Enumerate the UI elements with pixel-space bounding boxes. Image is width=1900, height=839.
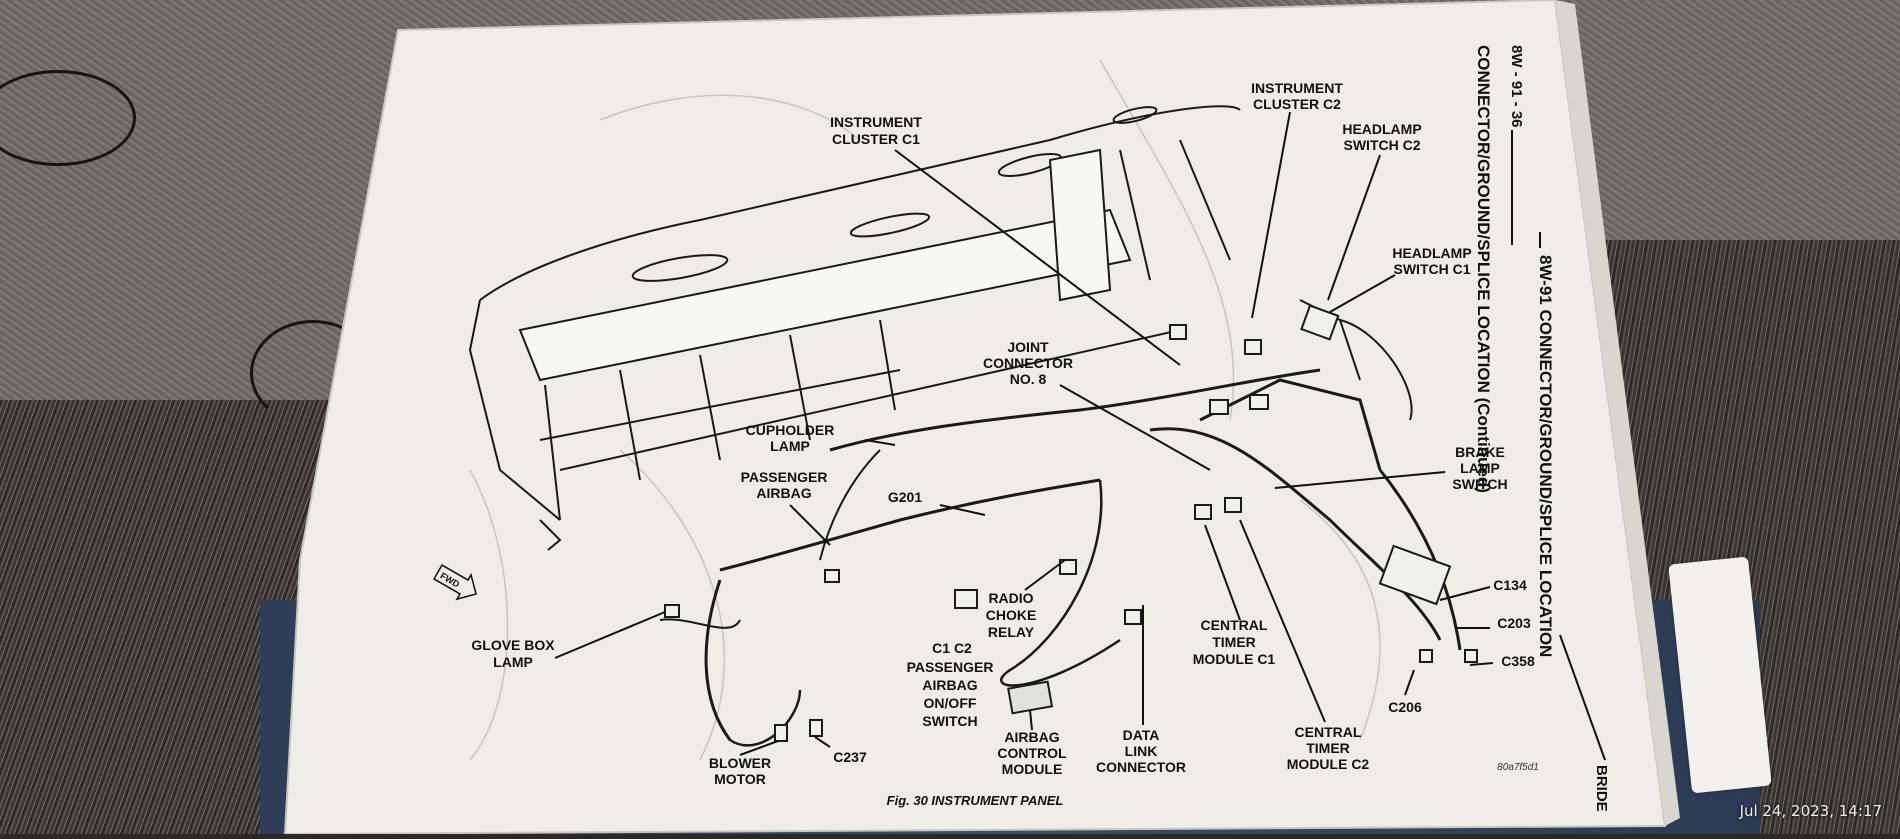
label-passenger-airbag: AIRBAG [756,485,811,501]
label-data-link-connector: DATA [1123,727,1160,743]
label-pab-switch: PASSENGER [907,659,994,675]
label-headlamp-switch-c2: SWITCH C2 [1344,137,1421,153]
bleed-through [469,59,1381,761]
label-c203: C203 [1497,615,1531,631]
label-c1-c2: C1 C2 [932,640,972,656]
label-headlamp-switch-c1: SWITCH C1 [1394,261,1471,277]
label-instrument-cluster-c1: INSTRUMENT [830,114,922,130]
label-brake-lamp-switch: BRAKE [1455,444,1505,460]
label-blower-motor: BLOWER [709,755,771,771]
label-pab-switch: SWITCH [922,713,977,729]
running-title: 8W-91 CONNECTOR/GROUND/SPLICE LOCATION [1536,255,1555,657]
figure-caption: Fig. 30 INSTRUMENT PANEL [887,793,1064,808]
label-brake-lamp-switch: LAMP [1460,460,1500,476]
label-passenger-airbag: PASSENGER [741,469,828,485]
label-central-timer-c2: CENTRAL [1295,724,1362,740]
label-c206: C206 [1388,699,1422,715]
label-central-timer-c1: MODULE C1 [1193,651,1276,667]
label-central-timer-c2: MODULE C2 [1287,756,1370,772]
label-joint-connector: NO. 8 [1010,371,1047,387]
black-cable [250,320,376,426]
label-c237: C237 [833,749,867,765]
page-edges [1555,0,1680,826]
label-pab-switch: AIRBAG [922,677,977,693]
label-c134: C134 [1493,577,1527,593]
label-instrument-cluster-c2: INSTRUMENT [1251,80,1343,96]
label-data-link-connector: CONNECTOR [1096,759,1186,775]
label-glove-box-lamp: LAMP [493,654,533,670]
footer-rule [1559,634,1606,761]
label-central-timer-c1: TIMER [1212,634,1256,650]
label-glove-box-lamp: GLOVE BOX [471,637,555,653]
label-cupholder-lamp: CUPHOLDER [746,422,835,438]
photo-timestamp: Jul 24, 2023, 14:17 [1739,802,1882,820]
label-data-link-connector: LINK [1125,743,1158,759]
label-headlamp-switch-c1: HEADLAMP [1392,245,1471,261]
label-joint-connector: JOINT [1007,339,1049,355]
label-brake-lamp-switch: SWITCH [1452,476,1507,492]
label-radio-choke-relay: RELAY [988,624,1035,640]
label-g201: G201 [888,489,922,505]
label-airbag-control-module: CONTROL [997,745,1067,761]
label-pab-switch: ON/OFF [924,695,977,711]
leader-lines [554,111,1494,756]
label-instrument-cluster-c1: CLUSTER C1 [832,131,920,147]
label-cupholder-lamp: LAMP [770,438,810,454]
label-airbag-control-module: MODULE [1002,761,1063,777]
label-instrument-cluster-c2: CLUSTER C2 [1253,96,1341,112]
page-code: 8W - 91 - 36 [1508,45,1525,128]
label-central-timer-c2: TIMER [1306,740,1350,756]
label-radio-choke-relay: CHOKE [986,607,1037,623]
label-airbag-control-module: AIRBAG [1004,729,1059,745]
figure-ref-code: 80a7f5d1 [1497,762,1539,773]
section-title: CONNECTOR/GROUND/SPLICE LOCATION (Contin… [1474,45,1493,493]
fwd-arrow-icon: FWD [432,564,478,601]
instrument-panel-drawing [468,105,1478,747]
label-headlamp-switch-c2: HEADLAMP [1342,121,1421,137]
publication-name: BRIDE [1593,765,1610,812]
label-radio-choke-relay: RADIO [988,590,1033,606]
black-cable [0,70,136,166]
label-c358: C358 [1501,653,1535,669]
label-joint-connector: CONNECTOR [983,355,1073,371]
page-sheet [283,0,1667,836]
label-blower-motor: MOTOR [714,771,766,787]
label-central-timer-c1: CENTRAL [1201,617,1268,633]
